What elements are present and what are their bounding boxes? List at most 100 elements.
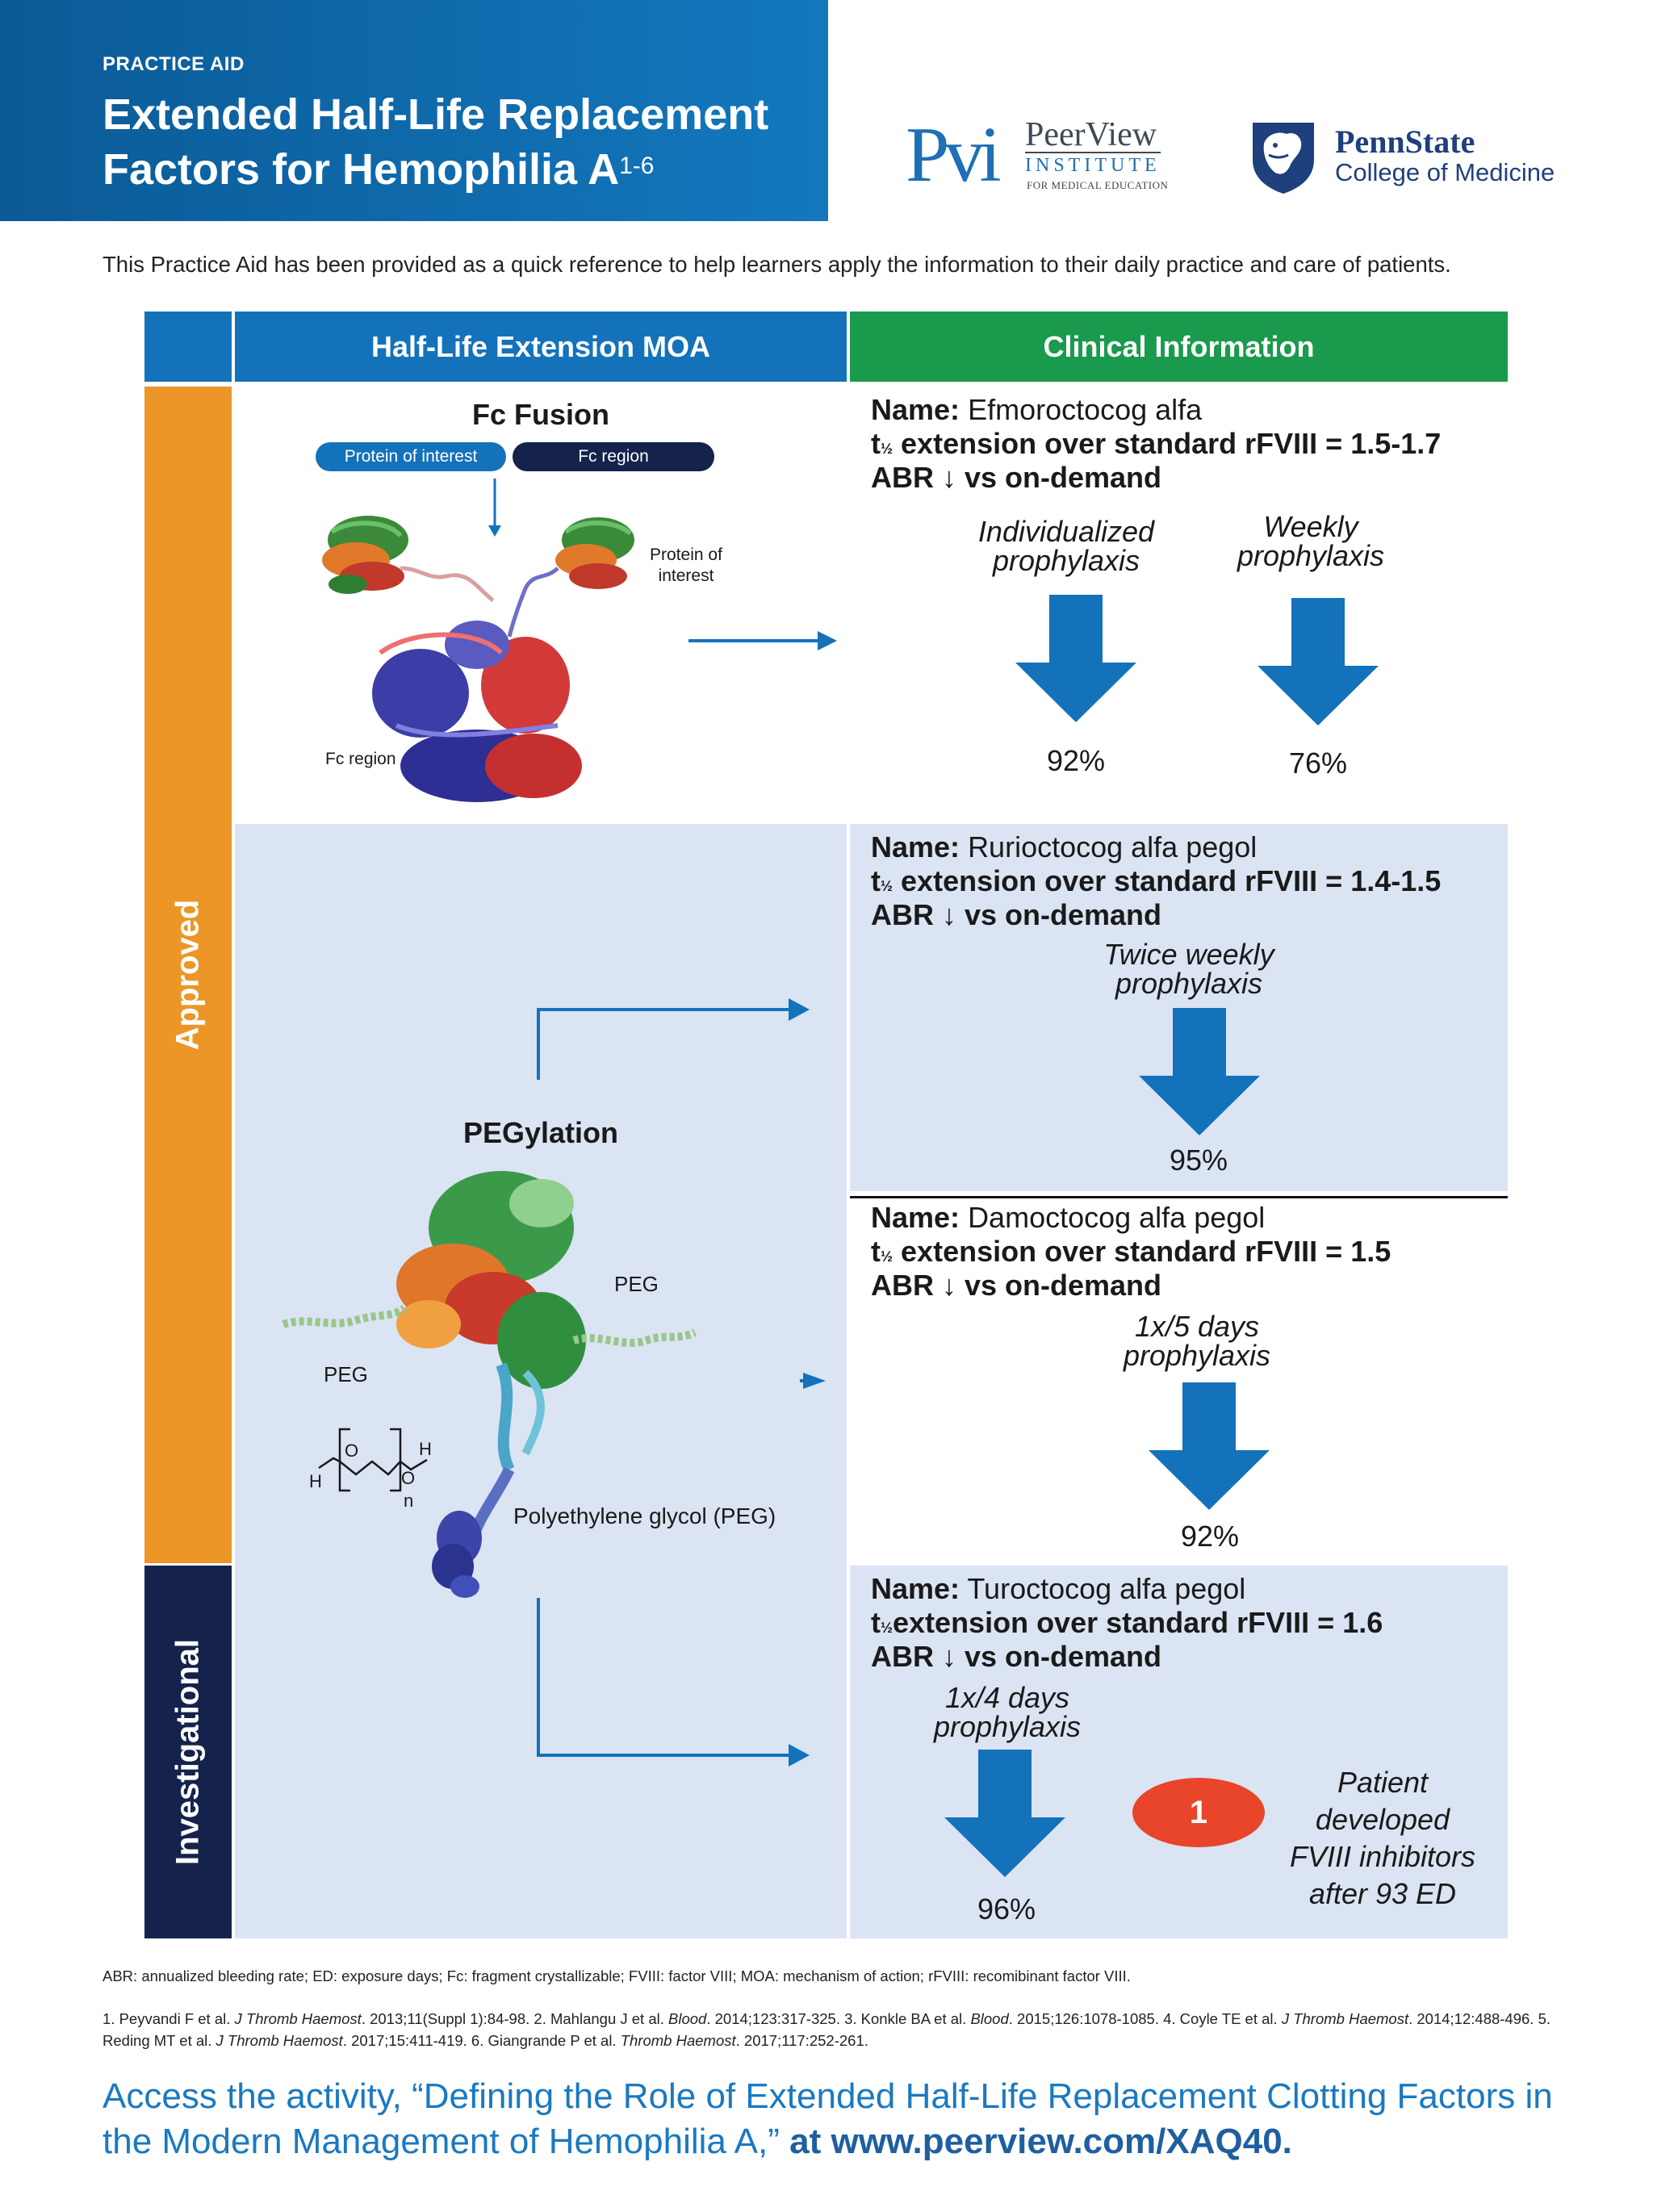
- page-title: Extended Half-Life Replacement Factors f…: [103, 87, 813, 197]
- abr-label: ABR ↓ vs on-demand: [871, 1640, 1162, 1673]
- half-life-extension: t½ extension over standard rFVIII = 1.5: [871, 1235, 1391, 1273]
- drug-name: Turoctocog alfa pegol: [967, 1572, 1246, 1605]
- ref-journal: J Thromb Haemost: [216, 2032, 343, 2049]
- peg-flow-arrows: [537, 998, 826, 1767]
- fc-region-pill: Fc region: [513, 442, 714, 471]
- pvi-logo-mark: Pvi: [906, 111, 1002, 199]
- inhibitor-note: Patient developed FVIII inhibitors after…: [1289, 1766, 1476, 1910]
- fc-fusion-title: Fc Fusion: [472, 398, 609, 431]
- pegylation-title: PEGylation: [462, 1116, 619, 1149]
- drug-name: Rurioctocog alfa pegol: [968, 830, 1258, 863]
- psu-logo-subtitle: College of Medicine: [1335, 158, 1555, 186]
- reference-item: 5. Reding MT et al. J Thromb Haemost. 20…: [103, 2010, 1550, 2049]
- psu-logo-name: PennState: [1335, 123, 1475, 160]
- row-label-investigational: Investigational: [144, 1566, 232, 1938]
- drug-card-damoctocog: Name: Damoctocog alfa pegol t½ extension…: [850, 1196, 1508, 1562]
- protein-of-interest-pill: Protein of interest: [316, 442, 506, 471]
- reference-item: 3. Konkle BA et al. Blood. 2015;126:1078…: [844, 2010, 1163, 2027]
- extension-text: extension over standard rFVIII = 1.5: [901, 1235, 1391, 1268]
- ref-authors: 2. Mahlangu J et al.: [534, 2010, 669, 2027]
- ref-citation: . 2013;11(Suppl 1):84-98.: [361, 2010, 534, 2027]
- ref-authors: 5. Reding MT et al.: [103, 2010, 1551, 2049]
- title-reference-superscript: 1-6: [619, 153, 655, 179]
- ref-citation: . 2014;123:317-325.: [706, 2010, 845, 2027]
- chem-h-left: H: [309, 1471, 322, 1491]
- column-header-moa: Half-Life Extension MOA: [235, 312, 847, 382]
- peerview-logo: Pvi PeerView INSTITUTE FOR MEDICAL EDUCA…: [906, 108, 1172, 213]
- drug-card-turoctocog: Name: Turoctocog alfa pegol t½extension …: [850, 1566, 1508, 1938]
- ref-authors: 3. Konkle BA et al.: [844, 2010, 971, 2027]
- pegylation-illustration: H O O H n: [282, 998, 826, 1767]
- ref-journal: J Thromb Haemost: [1281, 2010, 1409, 2027]
- ref-citation: . 2014;12:488-496.: [1408, 2010, 1538, 2027]
- abr-reduction-value: 95%: [1169, 1144, 1228, 1177]
- ref-journal: Thromb Haemost: [620, 2032, 736, 2049]
- name-label: Name:: [871, 1572, 960, 1605]
- fc-fusion-protein-illustration: [322, 479, 837, 802]
- drug-name: Damoctocog alfa pegol: [968, 1201, 1266, 1234]
- abr-reduction-value: 76%: [1288, 746, 1348, 780]
- half-life-extension: t½ extension over standard rFVIII = 1.5-…: [871, 427, 1441, 466]
- pvi-logo-tagline: FOR MEDICAL EDUCATION: [1027, 179, 1169, 191]
- row-label-approved: Approved: [144, 387, 232, 1563]
- half-subscript: ½: [881, 878, 893, 894]
- chem-h-right: H: [419, 1439, 432, 1459]
- drug-card-rurioctocog: Name: Rurioctocog alfa pegol t½ extensio…: [850, 824, 1508, 1191]
- pvi-logo-name: PeerView: [1025, 116, 1157, 153]
- pegylated-protein-ribbon: [396, 1171, 586, 1598]
- ref-authors: 1. Peyvandi F et al.: [103, 2010, 235, 2027]
- down-arrow-icon: [1015, 595, 1136, 722]
- ref-authors: 6. Giangrande P et al.: [471, 2032, 621, 2049]
- regimen-label: Individualized prophylaxis: [977, 515, 1155, 577]
- chem-n-subscript: n: [404, 1491, 413, 1511]
- down-arrow-icon: [944, 1750, 1065, 1877]
- peg-chemical-label: Polyethylene glycol (PEG): [513, 1503, 776, 1528]
- half-subscript: ½: [881, 1620, 893, 1636]
- t-symbol: t: [871, 1235, 881, 1268]
- intro-text: This Practice Aid has been provided as a…: [103, 252, 1451, 277]
- fc-region-label: Fc region: [325, 750, 396, 768]
- ref-journal: Blood: [970, 2010, 1009, 2027]
- column-header-clinical: Clinical Information: [850, 312, 1508, 382]
- drug-card-efmoroctocog: Name: Efmoroctocog alfa t½ extension ove…: [850, 387, 1508, 822]
- peg-label-right: PEG: [614, 1272, 659, 1296]
- chem-o-right: O: [401, 1468, 415, 1488]
- half-subscript: ½: [881, 1248, 893, 1265]
- t-symbol: t: [871, 1606, 881, 1639]
- investigational-label: Investigational: [169, 1638, 206, 1866]
- regimen-label: 1x/4 days prophylaxis: [933, 1681, 1082, 1743]
- ref-citation: . 2017;15:411-419.: [342, 2032, 471, 2049]
- pegylation-panel: H O O H n PEGylation PEG PEG Polyethylen…: [235, 824, 847, 1938]
- reference-item: 1. Peyvandi F et al. J Thromb Haemost. 2…: [103, 2010, 534, 2027]
- abr-reduction-value: 92%: [1180, 1520, 1240, 1553]
- reference-item: 4. Coyle TE et al. J Thromb Haemost. 201…: [1163, 2010, 1538, 2027]
- abr-label: ABR ↓ vs on-demand: [871, 1269, 1162, 1302]
- reference-item: 2. Mahlangu J et al. Blood. 2014;123:317…: [534, 2010, 844, 2027]
- down-arrow-icon: [1139, 1008, 1260, 1135]
- ref-citation: . 2017;117:252-261.: [735, 2032, 868, 2049]
- pvi-logo-institute: INSTITUTE: [1025, 152, 1161, 177]
- regimen-label: 1x/5 days prophylaxis: [1123, 1310, 1271, 1372]
- half-subscript: ½: [881, 441, 893, 457]
- name-label: Name:: [871, 1201, 960, 1234]
- ref-authors: 4. Coyle TE et al.: [1163, 2010, 1282, 2027]
- inhibitor-count-badge: 1: [1132, 1778, 1265, 1847]
- approved-label: Approved: [169, 899, 206, 1051]
- down-arrow-icon: [1149, 1382, 1270, 1510]
- pennstate-logo: PennState College of Medicine: [1251, 119, 1590, 200]
- abr-reduction-value: 92%: [1046, 744, 1106, 777]
- pennstate-shield-icon: [1253, 123, 1314, 194]
- fc-fusion-panel: Fc Fusion Protein of interest Fc region …: [235, 387, 847, 822]
- left-protein-ribbon: [322, 516, 408, 594]
- drug-name-line: Name: Damoctocog alfa pegol: [871, 1201, 1265, 1235]
- eyebrow-label: PRACTICE AID: [103, 53, 245, 75]
- t-symbol: t: [871, 427, 881, 460]
- drug-name-line: Name: Turoctocog alfa pegol: [871, 1572, 1245, 1606]
- down-arrow-icon: [1258, 598, 1379, 725]
- peg-chemical-structure: [318, 1428, 428, 1492]
- right-protein-ribbon: [555, 517, 634, 589]
- ref-journal: J Thromb Haemost: [234, 2010, 362, 2027]
- fc-region-ribbon: [372, 621, 582, 802]
- cta-link[interactable]: at www.peerview.com/XAQ40.: [789, 2122, 1292, 2161]
- extension-text: extension over standard rFVIII = 1.6: [893, 1606, 1383, 1639]
